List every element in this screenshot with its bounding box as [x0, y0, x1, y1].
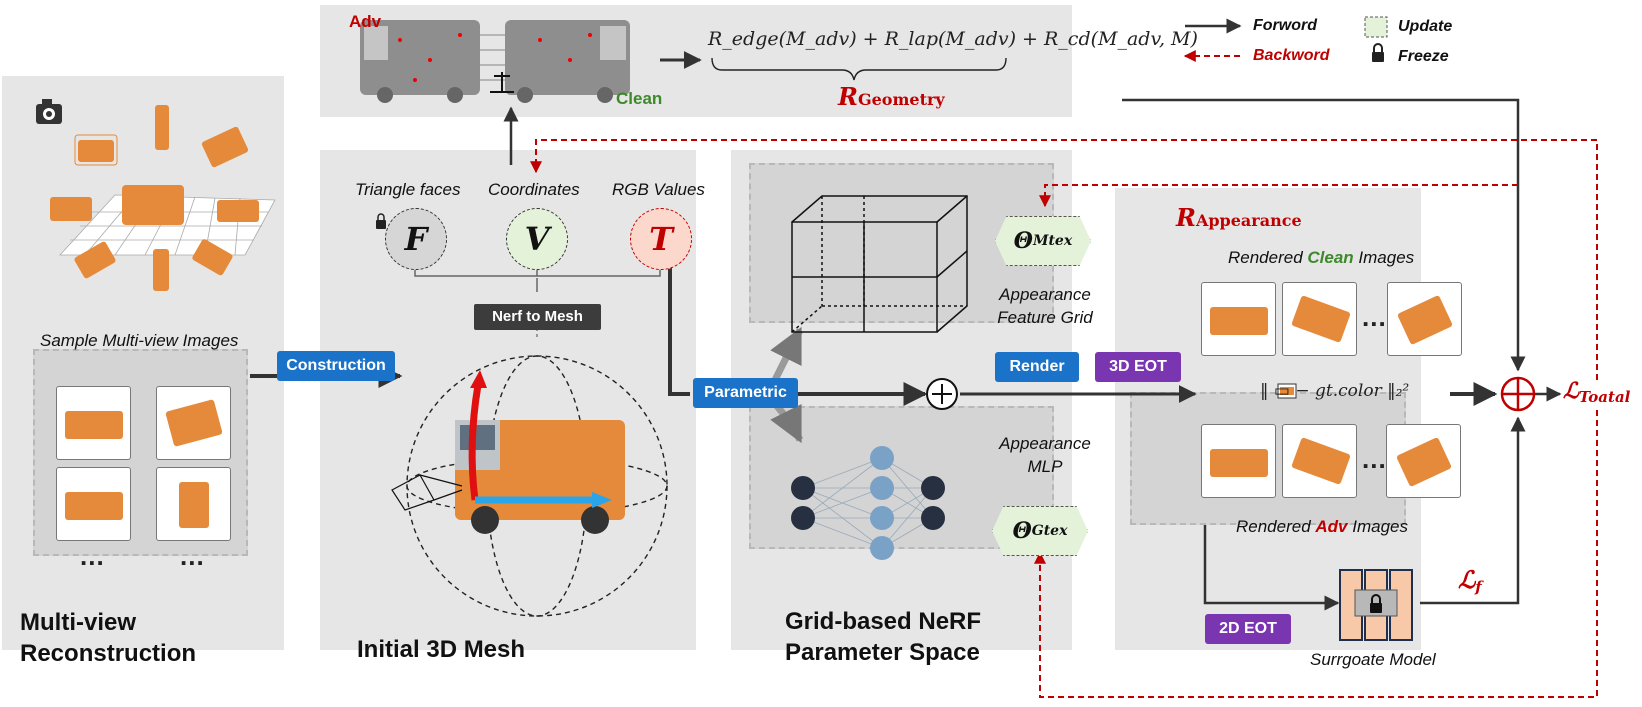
surrogate-label: Surrgoate Model: [1310, 650, 1436, 669]
appearance-regularizer: RAppearance: [1176, 203, 1302, 232]
theta-g-sub: Gtex: [1031, 523, 1068, 539]
faces-symbol: F: [385, 208, 447, 270]
rendered-clean-pre: Rendered: [1228, 248, 1308, 267]
clean-thumb-2: [1282, 282, 1357, 356]
lf-loss: ℒf: [1458, 565, 1482, 596]
eot3d-button: 3D EOT: [1095, 352, 1181, 382]
theta-g-main: Θ: [1012, 518, 1032, 544]
grid-nerf-title-line2: Parameter Space: [785, 639, 980, 666]
multiview-thumb-1: [56, 386, 131, 460]
multiview-dots-right: ...: [180, 541, 205, 571]
total-loss: ℒToatal: [1563, 378, 1630, 406]
multiview-title-line2: Reconstruction: [20, 640, 197, 667]
multiview-thumb-2: [156, 386, 231, 460]
update-legend-box: [1364, 16, 1388, 38]
eot2d-button: 2D EOT: [1205, 614, 1291, 644]
clean-thumb-3: [1387, 282, 1462, 356]
feature-grid-label-2: Feature Grid: [997, 308, 1093, 327]
clean-thumb-1: [1201, 282, 1276, 356]
label-coordinates: Coordinates: [488, 180, 580, 199]
total-loss-main: ℒ: [1563, 378, 1579, 404]
rendered-adv-word: Adv: [1315, 517, 1348, 536]
clean-dots: ...: [1362, 302, 1387, 332]
parametric-button: Parametric: [693, 378, 798, 408]
clean-label: Clean: [616, 89, 663, 108]
theta-m-sub: Mtex: [1032, 233, 1073, 249]
multiview-thumb-3: [56, 467, 131, 541]
theta-m-main: Θ: [1013, 228, 1033, 254]
lock-icon-surrogate: [1370, 594, 1382, 613]
adv-label: Adv: [349, 12, 382, 31]
construction-button: Construction: [277, 351, 395, 381]
clean-pointcloud-truck: [505, 20, 630, 103]
adv-thumb-1: [1201, 424, 1276, 498]
rendered-adv-pre: Rendered: [1236, 517, 1316, 536]
mlp-network: [802, 457, 934, 549]
multiview-thumb-4: [156, 467, 231, 541]
render-button: Render: [995, 352, 1079, 382]
mesh-truck-icon: [455, 420, 625, 534]
lf-main: ℒ: [1458, 565, 1476, 594]
rendered-adv-caption: Rendered Adv Images: [1236, 517, 1408, 537]
mlp-label-1: Appearance: [999, 434, 1091, 453]
geometry-regularizer: RGeometry: [838, 82, 945, 111]
adv-dots: ...: [1362, 444, 1387, 474]
feature-grid-cube: [791, 195, 968, 333]
geometry-reg-sub: Geometry: [857, 90, 945, 109]
camera-icon: [36, 99, 62, 124]
geometry-reg-main: R: [838, 82, 858, 111]
formula-brace: [711, 57, 1007, 81]
adv-pointcloud-truck: [360, 20, 480, 103]
multiview-caption: Sample Multi-view Images: [40, 331, 239, 350]
multiview-dots-left: ...: [80, 541, 105, 571]
appearance-loss-formula: ‖ ▭ − gt.color ‖₂²: [1260, 381, 1410, 401]
legend-freeze: Freeze: [1398, 48, 1449, 65]
rendered-adv-post: Images: [1347, 517, 1408, 536]
lf-sub: f: [1475, 578, 1482, 597]
mlp-label-2: MLP: [1027, 457, 1063, 476]
balance-icon: [490, 72, 514, 93]
label-triangle-faces: Triangle faces: [355, 180, 461, 199]
total-loss-sub: Toatal: [1578, 388, 1631, 407]
rendered-clean-caption: Rendered Clean Images: [1228, 248, 1414, 268]
coordinates-symbol: V: [506, 208, 568, 270]
multiview-title-line1: Multi-view: [20, 609, 137, 636]
lock-icon-faces: [376, 213, 386, 229]
mesh-title: Initial 3D Mesh: [357, 636, 526, 663]
lock-icon-legend: [1372, 43, 1384, 62]
adv-thumb-3: [1386, 424, 1461, 498]
rendered-clean-word: Clean: [1307, 248, 1354, 267]
geometry-formula: R_edge(M_adv) + R_lap(M_adv) + R_cd(M_ad…: [708, 28, 1198, 50]
appearance-reg-sub: Appearance: [1195, 211, 1302, 230]
feature-grid-label-1: Appearance: [999, 285, 1091, 304]
appearance-reg-main: R: [1176, 203, 1196, 232]
legend-forward: Forword: [1253, 17, 1317, 34]
rendered-clean-post: Images: [1353, 248, 1415, 267]
multiview-trucks: [50, 105, 259, 291]
adv-thumb-2: [1282, 424, 1357, 498]
legend-backward: Backword: [1253, 47, 1330, 64]
nerf-to-mesh-label: Nerf to Mesh: [474, 304, 601, 330]
label-rgb-values: RGB Values: [612, 180, 705, 199]
rgb-symbol: T: [630, 208, 692, 270]
legend-update: Update: [1398, 18, 1453, 35]
grid-nerf-title-line1: Grid-based NeRF: [785, 608, 982, 635]
